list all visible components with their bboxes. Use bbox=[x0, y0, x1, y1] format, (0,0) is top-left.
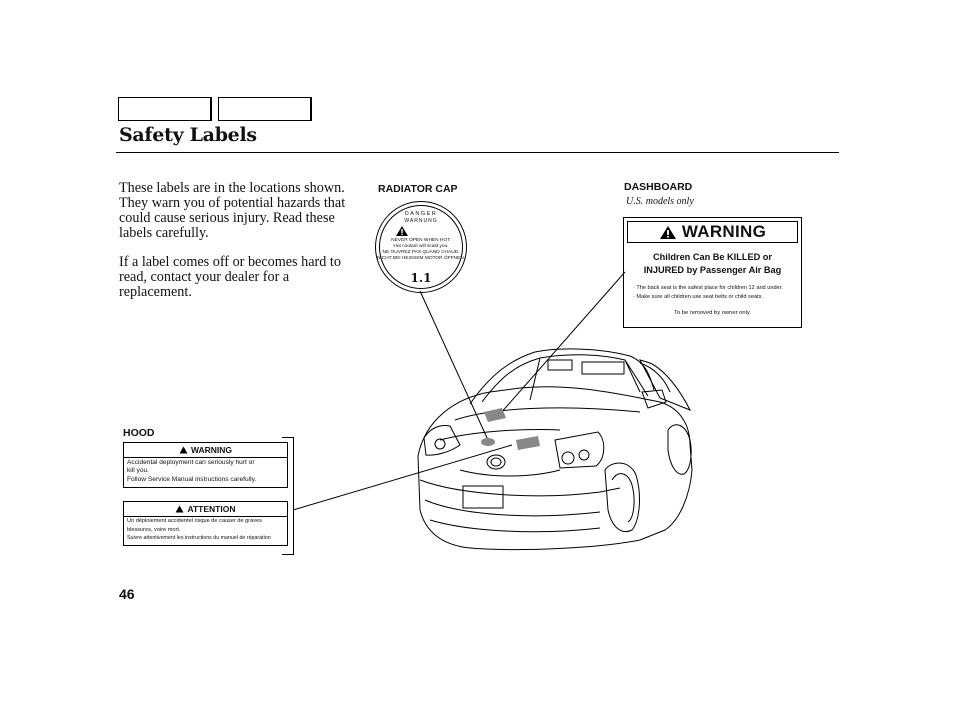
hood-warning-line-2: kill you. bbox=[127, 467, 149, 474]
hood-warning-line-1: Accidental deployment can seriously hurt… bbox=[127, 459, 255, 466]
hood-warning-triangle-icon bbox=[179, 446, 188, 454]
hood-attention-word: ATTENTION bbox=[187, 504, 236, 514]
section-tab-2[interactable] bbox=[218, 97, 312, 121]
title-divider bbox=[116, 152, 839, 153]
cap-line-en2: Hot coolant will scald you. bbox=[393, 244, 449, 249]
warning-triangle-icon bbox=[659, 225, 676, 239]
hood-attention-header: ATTENTION bbox=[124, 502, 287, 517]
dashboard-label-header: WARNING bbox=[627, 221, 798, 243]
cap-warning-triangle-icon bbox=[396, 226, 408, 236]
cap-pressure-rating: 1.1 bbox=[410, 271, 432, 285]
cap-line-de: NICHT BEI HEISSEM MOTOR ÖFFNEN. bbox=[376, 256, 466, 261]
dashboard-label-marker bbox=[484, 408, 506, 422]
cap-line-warnung: WARNUNG bbox=[404, 218, 438, 224]
dashboard-warning-word: WARNING bbox=[681, 222, 767, 241]
cap-line-danger: DANGER bbox=[404, 211, 438, 217]
radiator-cap-inner-ring bbox=[379, 205, 463, 289]
leader-line-radiator-cap bbox=[419, 290, 489, 441]
hood-label-marker bbox=[516, 436, 540, 450]
dashboard-note: U.S. models only bbox=[626, 196, 694, 207]
dashboard-headline-line-2: INJURED by Passenger Air Bag bbox=[643, 265, 782, 275]
replacement-paragraph: If a label comes off or becomes hard to … bbox=[119, 254, 341, 300]
intro-paragraph: These labels are in the locations shown.… bbox=[119, 180, 346, 241]
dashboard-airbag-label: WARNING Children Can Be KILLED or INJURE… bbox=[623, 217, 802, 328]
leader-line-dashboard bbox=[499, 271, 626, 415]
leader-line-hood bbox=[292, 444, 513, 511]
hood-attention-line-3: Suivre attentivement les instructions du… bbox=[127, 535, 271, 541]
hood-warning-word: WARNING bbox=[190, 445, 233, 455]
dashboard-bullet-1: · The back seat is the safest place for … bbox=[633, 285, 783, 291]
hood-warning-line-3: Follow Service Manual instructions caref… bbox=[127, 476, 257, 483]
section-tab-1[interactable] bbox=[118, 97, 212, 121]
dashboard-headline: Children Can Be KILLED or INJURED by Pas… bbox=[624, 251, 801, 277]
radiator-cap-caption: RADIATOR CAP bbox=[378, 183, 458, 195]
dashboard-caption: DASHBOARD bbox=[624, 181, 693, 193]
hood-warning-header: WARNING bbox=[124, 443, 287, 458]
hood-warning-label: WARNING Accidental deployment can seriou… bbox=[123, 442, 288, 488]
cap-line-fr: NE OUVREZ PAS QUAND CHAUD. bbox=[382, 250, 460, 255]
hood-label-bracket bbox=[282, 437, 294, 555]
hood-caption: HOOD bbox=[123, 427, 155, 439]
dashboard-bullet-2: · Make sure all children use seat belts … bbox=[633, 294, 763, 300]
hood-attention-label: ATTENTION Un déploiement accidentel risq… bbox=[123, 501, 288, 546]
dashboard-headline-line-1: Children Can Be KILLED or bbox=[653, 252, 772, 262]
car-label-markers bbox=[481, 408, 540, 450]
page-title: Safety Labels bbox=[119, 124, 257, 146]
page-number: 46 bbox=[119, 586, 135, 602]
dashboard-footer: To be removed by owner only. bbox=[674, 310, 751, 316]
hood-attention-line-2: blessures, voire mort. bbox=[127, 527, 181, 533]
cap-line-en: NEVER OPEN WHEN HOT. bbox=[391, 238, 451, 243]
dashboard-bullets: · The back seat is the safest place for … bbox=[633, 284, 783, 302]
radiator-cap-label: DANGER WARNUNG NEVER OPEN WHEN HOT. Hot … bbox=[375, 201, 467, 293]
hood-attention-line-1: Un déploiement accidentel risque de caus… bbox=[127, 518, 262, 524]
hood-attention-triangle-icon bbox=[175, 505, 184, 513]
radiator-cap-marker bbox=[481, 438, 495, 446]
